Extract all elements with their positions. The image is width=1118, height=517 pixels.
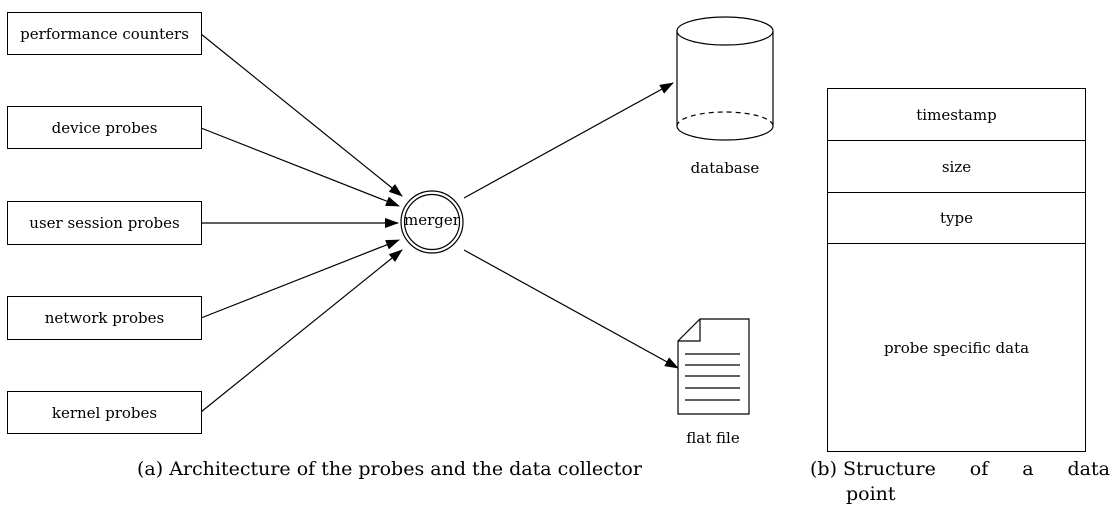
- source-box-device-probes: device probes: [7, 106, 202, 149]
- source-label: network probes: [44, 309, 165, 327]
- edge-device-probes-merger: [200, 127, 400, 207]
- field-timestamp: timestamp: [828, 89, 1085, 141]
- caption-b: (b) Structure of a data point: [810, 458, 1110, 505]
- caption-b-line1: (b) Structure of a data: [810, 458, 1110, 480]
- caption-b-word: data: [1067, 458, 1110, 480]
- caption-a: (a) Architecture of the probes and the d…: [137, 458, 642, 480]
- caption-b-word: (b) Structure: [810, 458, 936, 480]
- merger-node: [400, 190, 464, 254]
- source-box-kernel-probes: kernel probes: [7, 391, 202, 434]
- database-icon: [676, 16, 774, 141]
- edge-performance-counters-merger: [200, 33, 403, 197]
- caption-b-line2: point: [846, 483, 896, 505]
- edge-merger-database: [463, 82, 674, 199]
- field-size: size: [828, 141, 1085, 193]
- merger-label: merger: [404, 211, 460, 229]
- edge-network-probes-merger: [200, 239, 400, 319]
- edge-kernel-probes-merger: [200, 249, 403, 413]
- source-label: device probes: [51, 118, 158, 137]
- source-box-user-session-probes: user session probes: [7, 201, 202, 245]
- caption-b-word: of: [969, 458, 989, 480]
- source-box-performance-counters: performance counters: [7, 12, 202, 55]
- flat-file-icon: [677, 318, 750, 415]
- source-label: user session probes: [29, 214, 180, 232]
- field-type: type: [828, 193, 1085, 244]
- database-label: database: [690, 159, 760, 177]
- source-box-network-probes: network probes: [7, 296, 202, 340]
- data-point-structure: timestamp size type probe specific data: [827, 88, 1086, 452]
- source-label: performance counters: [20, 24, 189, 43]
- field-probe-specific-data: probe specific data: [883, 338, 1030, 357]
- source-label: kernel probes: [51, 403, 158, 422]
- flat-file-label: flat file: [686, 429, 740, 447]
- edge-merger-flat-file: [463, 249, 679, 369]
- caption-b-word: a: [1022, 458, 1034, 480]
